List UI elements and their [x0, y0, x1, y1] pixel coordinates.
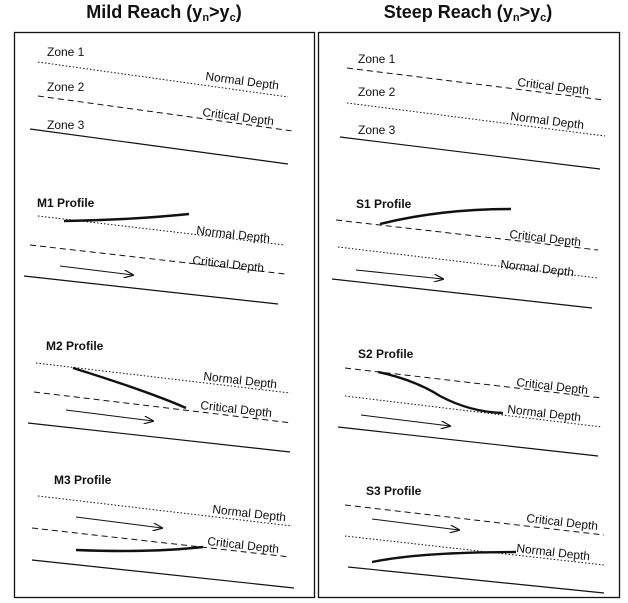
steep-channel-bed	[339, 136, 601, 170]
steep-normal-depth-label: Normal Depth	[510, 109, 585, 132]
m3-profile-title: M3 Profile	[54, 473, 112, 487]
s1-profile-title: S1 Profile	[356, 197, 412, 211]
s1-water-surface	[379, 207, 512, 226]
m3-normal-depth-label: Normal Depth	[212, 502, 287, 524]
s3-normal-depth-label: Normal Depth	[516, 541, 591, 563]
s1-normal-depth-line	[337, 246, 599, 279]
mild-channel-bed	[29, 128, 289, 165]
s3-profile-title: S3 Profile	[366, 484, 422, 498]
m3-critical-depth-line	[31, 527, 291, 558]
s2-normal-depth-line	[344, 395, 603, 428]
mild-zones-block: Zone 1 Zone 2 Zone 3 Normal Depth Critic…	[29, 45, 294, 165]
s3-profile-block: S3 Profile Critical Depth Normal Depth	[344, 484, 605, 594]
s1-normal-depth-label: Normal Depth	[500, 257, 575, 279]
steep-reach-title: Steep Reach (yn>yc)	[383, 2, 553, 24]
s2-profile-title: S2 Profile	[358, 347, 414, 361]
m1-flow-arrow	[59, 265, 133, 275]
m2-normal-depth-line	[35, 362, 291, 394]
m2-profile-title: M2 Profile	[46, 339, 104, 353]
mild-critical-depth-line	[37, 95, 294, 132]
s1-channel-bed	[331, 278, 593, 309]
s3-critical-depth-line	[344, 504, 605, 536]
m1-channel-bed	[23, 275, 279, 305]
m1-profile-title: M1 Profile	[37, 196, 95, 210]
mild-zone-1-label: Zone 1	[47, 45, 85, 59]
mild-reach-title: Mild Reach (yn>yc)	[86, 2, 242, 24]
m2-normal-depth-label: Normal Depth	[203, 369, 278, 391]
m2-critical-depth-line	[33, 391, 293, 424]
m3-profile-block: M3 Profile Normal Depth Critical Depth	[31, 473, 295, 589]
steep-zone-2-label: Zone 2	[358, 85, 396, 99]
s2-channel-bed	[337, 426, 599, 457]
s2-profile-block: S2 Profile Critical Depth Normal Depth	[337, 347, 603, 457]
s2-normal-depth-label: Normal Depth	[507, 402, 582, 424]
s1-critical-depth-label: Critical Depth	[509, 227, 582, 249]
steep-critical-depth-label: Critical Depth	[517, 75, 590, 98]
s2-flow-arrow	[360, 414, 450, 426]
m1-normal-depth-label: Normal Depth	[196, 223, 271, 245]
steep-zone-3-label: Zone 3	[358, 123, 396, 137]
m2-channel-bed	[27, 422, 291, 453]
s2-water-surface	[377, 370, 504, 415]
m2-water-surface	[72, 366, 187, 410]
steep-zones-block: Zone 1 Zone 2 Zone 3 Critical Depth Norm…	[339, 52, 606, 170]
steep-zone-1-label: Zone 1	[358, 52, 396, 66]
s1-flow-arrow	[355, 269, 443, 279]
m2-critical-depth-label: Critical Depth	[200, 398, 273, 420]
mild-zone-2-label: Zone 2	[47, 80, 85, 94]
m1-critical-depth-label: Critical Depth	[192, 253, 265, 275]
steep-critical-depth-line	[346, 67, 605, 101]
m3-critical-depth-label: Critical Depth	[207, 534, 280, 556]
steep-panel-border	[317, 31, 621, 599]
mild-normal-depth-line	[37, 61, 289, 98]
m2-flow-arrow	[65, 409, 153, 421]
s1-profile-block: S1 Profile Critical Depth Normal Depth	[331, 197, 599, 309]
m3-water-surface	[75, 545, 204, 553]
m1-normal-depth-line	[37, 215, 286, 246]
steep-normal-depth-line	[346, 102, 606, 137]
mild-critical-depth-label: Critical Depth	[202, 105, 275, 128]
m1-critical-depth-line	[29, 244, 286, 275]
m3-normal-depth-line	[37, 495, 293, 527]
s3-water-surface	[371, 550, 517, 564]
s3-critical-depth-label: Critical Depth	[526, 511, 599, 533]
m3-flow-arrow	[75, 516, 162, 528]
s2-critical-depth-line	[344, 367, 603, 399]
s2-critical-depth-label: Critical Depth	[516, 375, 589, 397]
s3-channel-bed	[347, 566, 605, 594]
mild-zone-3-label: Zone 3	[47, 118, 85, 132]
m2-profile-block: M2 Profile Normal Depth Critical Depth	[27, 339, 293, 453]
m3-channel-bed	[31, 559, 295, 589]
mild-panel-border	[13, 31, 316, 599]
m1-profile-block: M1 Profile Normal Depth Critical Depth	[23, 196, 286, 305]
s1-critical-depth-line	[335, 219, 599, 251]
m1-water-surface	[63, 212, 190, 223]
s3-normal-depth-line	[344, 535, 605, 566]
s3-flow-arrow	[371, 518, 459, 530]
mild-normal-depth-label: Normal Depth	[205, 69, 280, 93]
